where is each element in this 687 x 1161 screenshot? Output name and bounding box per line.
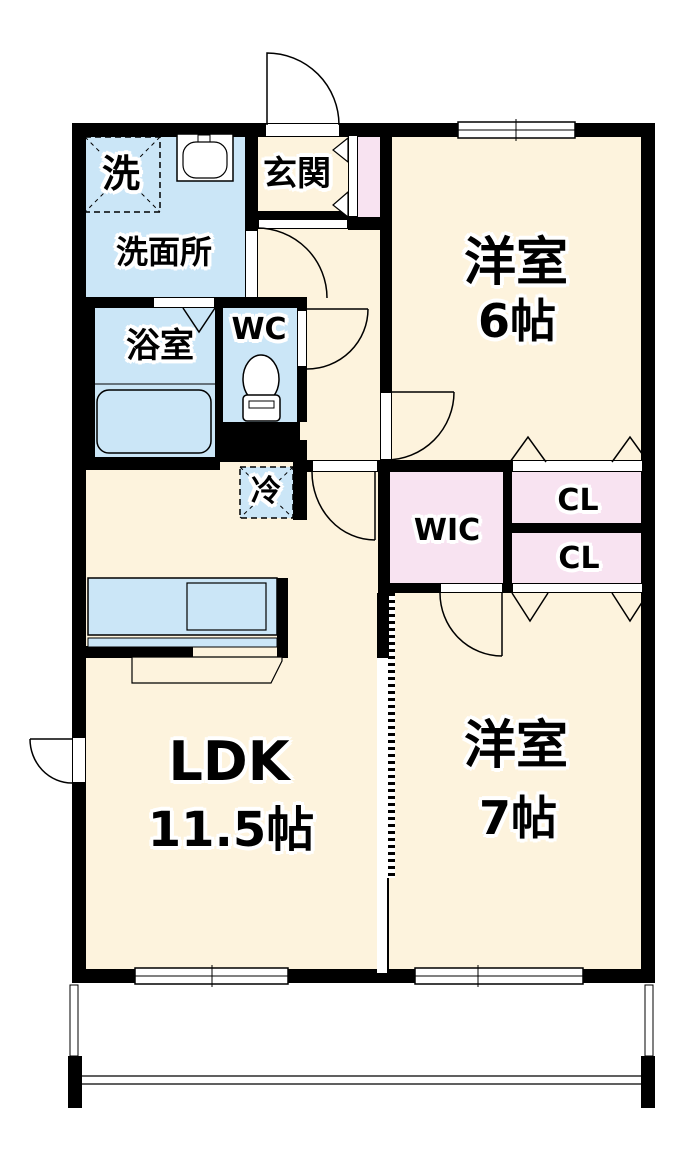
wall-segment — [575, 123, 655, 137]
window-south-bedroom2 — [414, 965, 584, 987]
sink-icon — [176, 133, 234, 182]
wall-segment — [72, 783, 86, 975]
wall-segment — [378, 583, 440, 593]
ldk-exterior-door-arc — [29, 738, 73, 784]
windows — [134, 119, 584, 987]
toilet-icon — [242, 354, 281, 422]
room-label-ldk: LDK — [168, 730, 290, 793]
entrance-door-opening — [265, 123, 340, 137]
entrance-door-arc — [266, 52, 340, 126]
refrigerator-area — [239, 466, 294, 519]
wall-segment — [378, 460, 390, 593]
wall-segment — [245, 123, 258, 230]
wall-segment — [641, 123, 655, 983]
balcony-railing — [80, 1075, 643, 1085]
room-size-bedroom2: 7帖 — [478, 791, 558, 845]
shoe-cabinet — [358, 135, 380, 217]
sliding-partition-track — [388, 593, 395, 878]
closet2-folding-door-mark — [611, 592, 649, 623]
wall-segment — [378, 460, 512, 472]
folding-door-marks — [182, 307, 649, 623]
closet2-floor — [512, 533, 643, 583]
closet1-folding-door-mark — [611, 435, 649, 463]
sliding-partition — [377, 658, 388, 878]
kitchen-counter-overhang — [131, 656, 283, 684]
washroom-door-arc — [256, 227, 328, 299]
ldk-exterior-door-opening — [72, 737, 86, 783]
wic-door-opening — [440, 583, 503, 593]
wic-door-arc — [439, 592, 503, 657]
room-label-bathroom: 浴室 — [126, 326, 194, 366]
room-size-bedroom1: 6帖 — [477, 294, 557, 348]
room-label-fridge: 冷 — [251, 474, 281, 509]
wall-segment — [215, 297, 307, 308]
wall-segment — [380, 123, 392, 392]
room-label-wic: WIC — [413, 513, 481, 548]
balcony-post-right — [641, 1056, 655, 1108]
shoe-cabinet-door-marks — [332, 136, 349, 219]
closet1-folding-door-mark — [509, 435, 547, 463]
wall-segment — [583, 969, 641, 983]
wall-segment — [86, 646, 193, 658]
wic-floor — [390, 472, 503, 583]
balcony — [68, 984, 655, 1108]
bathroom-folding-door-mark — [182, 307, 216, 334]
room-label-wc: WC — [231, 312, 287, 347]
closet1-door-opening — [512, 460, 643, 472]
door-arcs — [29, 52, 503, 784]
kitchen-counter-edge — [87, 637, 278, 648]
kitchen-counter-top — [87, 577, 278, 636]
wall-segment — [340, 123, 458, 137]
balcony-post-left — [68, 1056, 82, 1108]
wall-segment — [72, 969, 135, 983]
room-label-bedroom1: 洋室 — [463, 233, 569, 293]
kitchen-sink — [186, 582, 267, 631]
wall-segment — [503, 523, 643, 533]
room-label-closet2: CL — [558, 541, 600, 576]
wc-door-arc — [306, 308, 369, 370]
wall-segment — [72, 123, 86, 737]
entry-step — [258, 219, 348, 229]
window-north — [457, 119, 576, 141]
wall-segment — [86, 297, 95, 457]
window-south-ldk — [134, 965, 289, 987]
bathroom-floor — [95, 308, 215, 457]
washing-machine-area — [84, 136, 161, 213]
wall-segment — [377, 593, 389, 658]
room-label-washroom: 洗面所 — [115, 233, 213, 271]
room-label-bedroom2: 洋室 — [463, 716, 569, 776]
washroom-door-opening — [245, 230, 258, 298]
wall-segment — [277, 578, 288, 658]
room-label-closet1: CL — [557, 483, 599, 518]
bathroom-door-opening — [153, 297, 215, 308]
balcony-wall-right — [644, 984, 654, 1057]
ldk-door-arc — [311, 471, 376, 541]
room-size-ldk: 11.5帖 — [147, 802, 315, 858]
room-label-entry: 玄関 — [263, 154, 331, 194]
entry-step-edge — [258, 211, 348, 219]
bedroom1-door-arc — [385, 391, 455, 461]
bathtub-icon — [95, 383, 215, 454]
ldk-door-opening — [312, 460, 378, 472]
wall-segment — [72, 457, 220, 470]
wall-segment — [72, 297, 153, 308]
shoe-cabinet-front — [348, 135, 358, 217]
sliding-partition — [377, 878, 389, 973]
balcony-wall-left — [69, 984, 79, 1057]
wc-door-opening — [297, 310, 307, 367]
closet1-floor — [512, 472, 643, 523]
wall-segment — [218, 422, 300, 462]
wall-segment — [215, 308, 223, 457]
closet2-door-opening — [512, 583, 643, 593]
kitchen-counter — [87, 577, 283, 684]
room-label-washer: 洗 — [101, 152, 141, 196]
closet2-folding-door-mark — [511, 592, 549, 623]
wall-segment — [293, 460, 312, 472]
